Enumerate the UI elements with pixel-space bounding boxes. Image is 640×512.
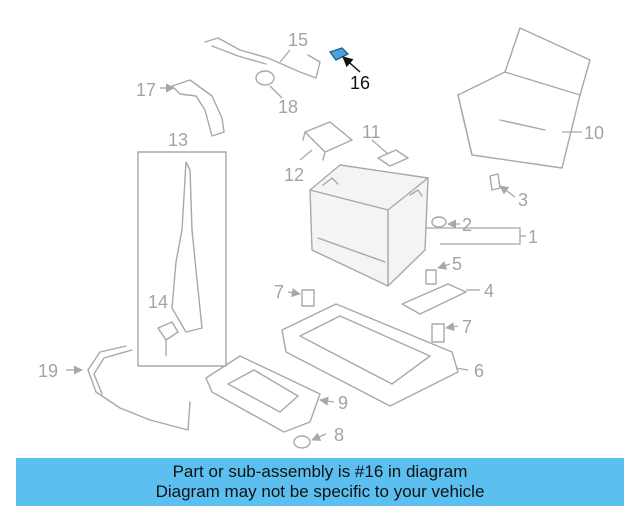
callout-10: 10 [584,123,604,143]
cable-part-19 [66,345,191,431]
callout-7a: 7 [274,282,284,302]
plug-part-16 [328,47,361,73]
clip-part-11 [371,139,409,167]
tray-part-6 [281,303,469,407]
callout-16: 16 [350,73,370,93]
battery-box-part [457,27,591,169]
callout-18: 18 [278,97,298,117]
callout-19: 19 [38,361,58,381]
harness-part-17 [160,79,225,137]
hold-down-part-4 [401,283,480,315]
grommet-part-18 [255,70,283,99]
callout-11: 11 [362,122,381,142]
callout-1: 1 [528,227,538,247]
callout-17: 17 [136,80,156,100]
bracket-part-12 [299,121,353,161]
bolt-part-7b [431,322,459,343]
callout-14: 14 [148,292,168,312]
cap-part [489,173,516,198]
callout-3: 3 [518,190,528,210]
terminal-part [431,216,460,229]
battery-part [309,164,526,287]
bolt-part-5 [425,261,451,285]
banner-line-1: Part or sub-assembly is #16 in diagram [172,462,468,481]
callout-12: 12 [284,165,304,185]
nut-part-8 [293,432,327,449]
tray-part-9 [205,355,335,433]
callout-4: 4 [484,281,494,301]
callout-7b: 7 [462,317,472,337]
callout-6: 6 [474,361,484,381]
banner-line-2: Diagram may not be specific to your vehi… [155,482,485,501]
callout-13: 13 [168,130,188,150]
callout-2: 2 [462,215,472,235]
info-banner: Part or sub-assembly is #16 in diagram D… [16,458,624,506]
callout-9: 9 [338,393,348,413]
bolt-part-7a [287,288,315,307]
cable-group-13 [137,151,227,367]
callout-8: 8 [334,425,344,445]
cable-part-15 [204,37,321,79]
callout-15: 15 [288,30,308,50]
callout-5: 5 [452,254,462,274]
